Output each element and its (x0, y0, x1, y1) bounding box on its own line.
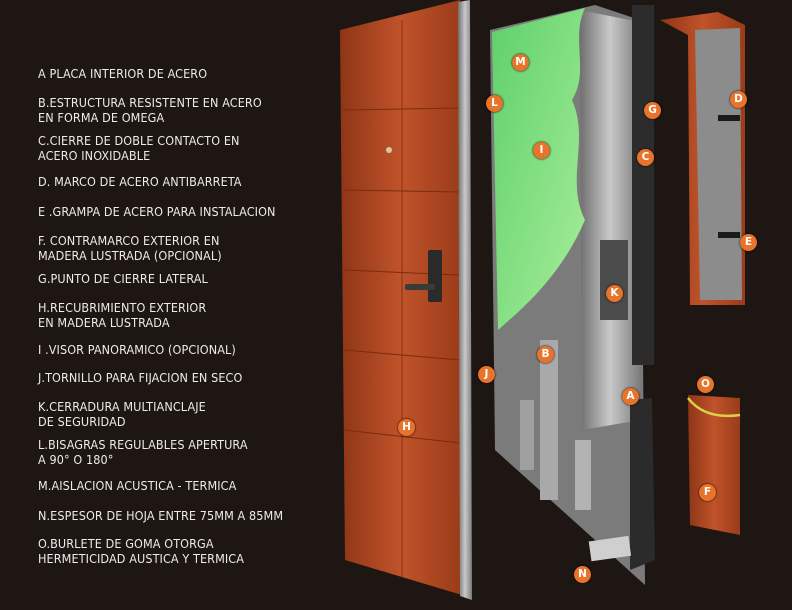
legend-item-b: B.ESTRUCTURA RESISTENTE EN ACERO EN FORM… (38, 95, 262, 125)
legend-item-i: I .VISOR PANORAMICO (OPCIONAL) (38, 342, 236, 357)
legend-item-o: O.BURLETE DE GOMA OTORGA HERMETICIDAD AU… (38, 536, 245, 566)
marker-e: E (740, 234, 757, 251)
marker-n: N (574, 566, 591, 583)
marker-k: K (606, 285, 623, 302)
legend-item-c: C.CIERRE DE DOBLE CONTACTO EN ACERO INOX… (38, 133, 240, 163)
legend-item-e: E .GRAMPA DE ACERO PARA INSTALACION (38, 204, 276, 219)
marker-a: A (622, 388, 639, 405)
door-exterior-leaf (340, 0, 472, 600)
legend-item-a: A PLACA INTERIOR DE ACERO (38, 66, 208, 81)
door-inner-edge (588, 398, 655, 570)
marker-h: H (398, 419, 415, 436)
legend-item-n: N.ESPESOR DE HOJA ENTRE 75MM A 85MM (38, 508, 284, 523)
counter-frame (687, 395, 741, 535)
marker-j: J (478, 366, 495, 383)
legend-item-k: K.CERRADURA MULTIANCLAJE DE SEGURIDAD (38, 399, 206, 429)
marker-o: O (697, 376, 714, 393)
legend-item-d: D. MARCO DE ACERO ANTIBARRETA (38, 174, 242, 189)
marker-i: I (533, 142, 550, 159)
marker-d: D (730, 91, 747, 108)
legend-item-l: L.BISAGRAS REGULABLES APERTURA A 90° O 1… (38, 437, 248, 467)
marker-c: C (637, 149, 654, 166)
marker-g: G (644, 102, 661, 119)
marker-b: B (537, 346, 554, 363)
marker-m: M (512, 54, 529, 71)
insulation-layer (492, 8, 585, 330)
marker-l: L (486, 95, 503, 112)
legend-item-j: J.TORNILLO PARA FIJACION EN SECO (38, 370, 243, 385)
legend-item-g: G.PUNTO DE CIERRE LATERAL (38, 271, 208, 286)
legend-item-m: M.AISLACION ACUSTICA - TERMICA (38, 478, 237, 493)
marker-f: F (699, 484, 716, 501)
legend-item-f: F. CONTRAMARCO EXTERIOR EN MADERA LUSTRA… (38, 233, 222, 263)
door-frame (660, 12, 745, 305)
legend-item-h: H.RECUBRIMIENTO EXTERIOR EN MADERA LUSTR… (38, 300, 207, 330)
door-handle (386, 147, 442, 302)
